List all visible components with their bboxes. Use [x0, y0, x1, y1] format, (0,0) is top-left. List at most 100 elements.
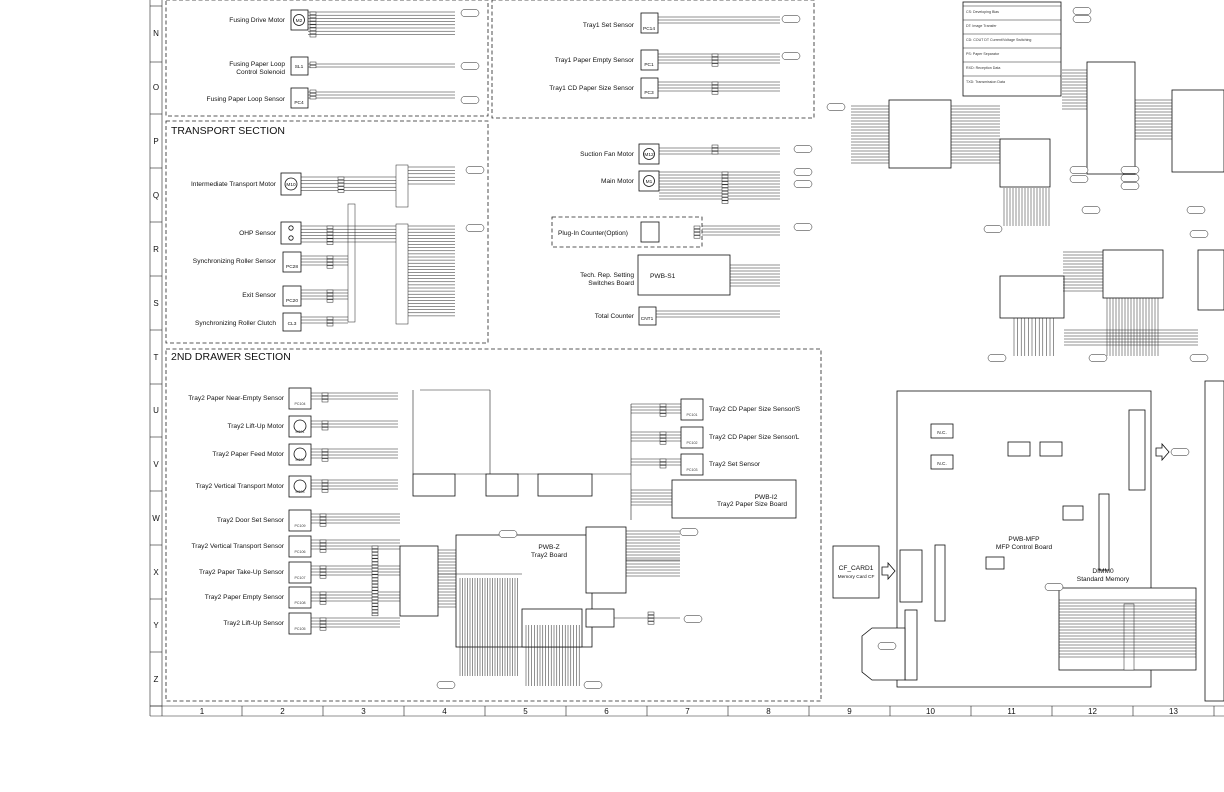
- frame: [149, 0, 1224, 717]
- pwb-mfp-label: PWB-MFP: [1008, 536, 1040, 543]
- page-reference-tag: [1069, 175, 1089, 183]
- connector-pin: [309, 11, 317, 15]
- connector-pin: [693, 232, 701, 236]
- connector-pin: [326, 228, 334, 233]
- row-label: U: [153, 406, 159, 415]
- solenoid-box: [290, 56, 309, 76]
- option-box-1: [1007, 441, 1031, 457]
- connector-pin: [321, 451, 329, 456]
- connector-pin: [711, 88, 719, 92]
- column-label: 1: [200, 707, 205, 716]
- dimm0-sublabel: Standard Memory: [1077, 576, 1130, 583]
- connector-pin: [721, 200, 729, 204]
- connector-pin: [659, 465, 667, 469]
- connector-pin: [321, 423, 329, 428]
- connector-pin: [309, 96, 317, 100]
- connector-pin: [711, 60, 719, 64]
- arrow-icon: [1155, 442, 1170, 462]
- connector-pin: [711, 81, 719, 85]
- connector-pin: [309, 34, 317, 38]
- connector-pin: [321, 486, 329, 490]
- cf-card-label: CF_CARD1: [839, 565, 874, 572]
- page-reference-tag: [1072, 7, 1092, 15]
- column-label: 11: [1007, 707, 1016, 716]
- transport-section-frame: [165, 120, 489, 344]
- connector-pin: [309, 89, 317, 93]
- connector-pin: [371, 584, 379, 588]
- connector-pin: [319, 523, 327, 527]
- column-label: 10: [926, 707, 935, 716]
- connector-pin: [321, 420, 329, 424]
- connector-pin: [721, 178, 729, 182]
- row-label: Y: [153, 621, 159, 630]
- connector-pin: [693, 235, 701, 239]
- connector-pin: [693, 228, 701, 233]
- connector-pin: [721, 197, 729, 201]
- pwb-z-sublabel: Tray2 Board: [531, 552, 567, 559]
- connector-pin: [319, 513, 327, 517]
- m102-code: M102: [296, 458, 305, 462]
- connector-pin: [647, 621, 655, 625]
- paper-takeup-label: Tray2 Paper Take-Up Sensor: [199, 569, 285, 576]
- pwb-s1-board: [637, 254, 731, 296]
- connector-pin: [371, 596, 379, 601]
- m10-code: M10: [286, 182, 296, 188]
- connector-pin: [319, 565, 327, 569]
- signal-list-item: CS: Developing Bias: [966, 10, 999, 14]
- page-reference-tag: [679, 528, 699, 536]
- connector-pin: [319, 624, 327, 628]
- row-label: X: [153, 568, 159, 577]
- connector-pin: [326, 265, 334, 269]
- connector-pin: [326, 232, 334, 236]
- connector-pin: [721, 174, 729, 179]
- pj4z-connector: [485, 473, 519, 497]
- connector-pin: [659, 441, 667, 445]
- connector-pin: [647, 618, 655, 622]
- exit-sensor-label: Exit Sensor: [242, 292, 277, 299]
- pj10mfp-connector: [904, 609, 918, 681]
- tech-rep-label-2: Switches Board: [588, 280, 634, 287]
- page-reference-tag: [987, 354, 1007, 362]
- connector-pin: [319, 627, 327, 631]
- connector-pin: [319, 617, 327, 621]
- connector-pin: [711, 84, 719, 89]
- signal-list-item: RXD: Reception Data: [966, 66, 1000, 70]
- motor-icon: [293, 479, 307, 493]
- connector-pin: [721, 194, 729, 198]
- cf-card-sublabel: Memory Card CF: [838, 574, 875, 580]
- pc102-box: [680, 426, 704, 449]
- pc14-code: PC14: [643, 26, 655, 32]
- connector-pin: [371, 548, 379, 553]
- connector-pin: [371, 593, 379, 597]
- connector-pin: [371, 555, 379, 559]
- connector-pin: [319, 546, 327, 550]
- connector-pin: [371, 587, 379, 591]
- column-label: 8: [766, 707, 771, 716]
- option-box-2: [1039, 441, 1063, 457]
- pc104-box: [288, 387, 312, 410]
- pj7smc-block: [1102, 249, 1164, 299]
- fusing-loop-solenoid-label-1: Fusing Paper Loop: [229, 61, 285, 68]
- connector-pin: [337, 179, 345, 184]
- dimm0-label: DIMM0: [1092, 568, 1114, 575]
- connector-pin: [371, 545, 379, 549]
- total-counter-label: Total Counter: [595, 313, 635, 320]
- page-reference-tag: [1044, 583, 1064, 591]
- sync-roller-sensor-label: Synchronizing Roller Sensor: [193, 258, 277, 265]
- nc-box-1: [930, 423, 954, 439]
- connector-pin: [321, 392, 329, 396]
- connector-pin: [711, 91, 719, 95]
- cf-card-box: [832, 545, 880, 599]
- page-reference-tag: [1081, 206, 1101, 214]
- connector-pin: [721, 190, 729, 195]
- sync-roller-clutch-label: Synchronizing Roller Clutch: [195, 320, 276, 327]
- option-box-4: [985, 556, 1005, 570]
- pc3-code: PC3: [644, 90, 654, 96]
- page-reference-tag: [1072, 15, 1092, 23]
- connector-pin: [309, 64, 317, 69]
- adjacent-board-edge: [1204, 380, 1224, 702]
- connector-pin: [319, 539, 327, 543]
- row-label: P: [153, 137, 158, 146]
